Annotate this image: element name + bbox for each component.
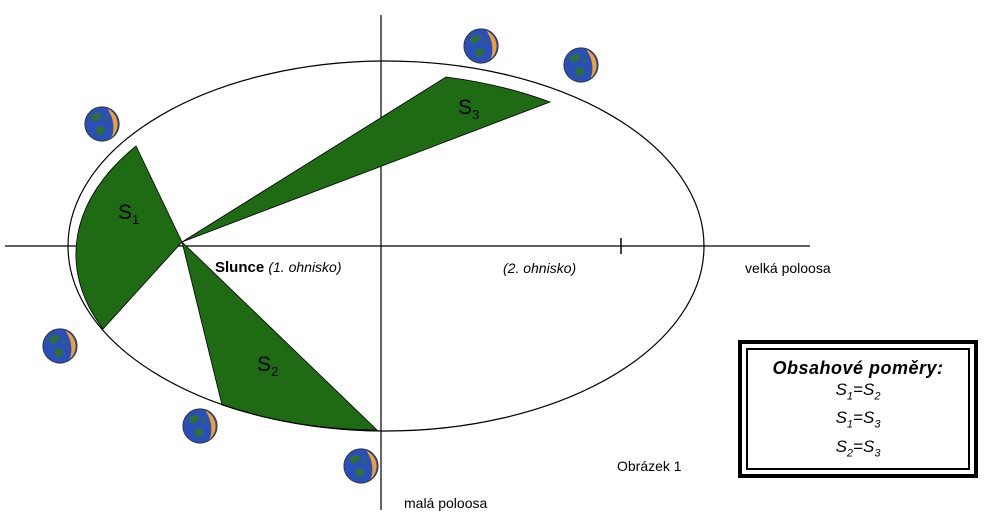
area-ratio-box: Obsahové poměry: S1=S2 S1=S3 S2=S3 bbox=[738, 340, 978, 478]
sector-s1 bbox=[75, 145, 183, 330]
earth-icon bbox=[563, 47, 599, 83]
earth-icon bbox=[182, 408, 218, 444]
earth-icon bbox=[343, 448, 379, 484]
area-label-s1: S1 bbox=[118, 201, 140, 228]
orbit-ellipse bbox=[67, 60, 705, 432]
equation-row: S2=S3 bbox=[835, 436, 881, 460]
focus2-label: (2. ohnisko) bbox=[503, 260, 577, 276]
area-label-s3: S3 bbox=[458, 96, 480, 123]
area-label-s2: S2 bbox=[257, 353, 279, 380]
major-axis-label: velká poloosa bbox=[745, 260, 831, 276]
earth-icon bbox=[42, 328, 78, 364]
minor-axis-label: malá poloosa bbox=[404, 495, 488, 511]
figure-caption: Obrázek 1 bbox=[617, 458, 682, 474]
sector-s3 bbox=[181, 76, 552, 243]
sun-label: Slunce (1. ohnisko) bbox=[215, 259, 342, 276]
earth-icon bbox=[463, 28, 499, 64]
equation-row: S1=S3 bbox=[835, 408, 881, 431]
earth-icon bbox=[84, 106, 120, 142]
area-ratio-box-inner: Obsahové poměry: S1=S2 S1=S3 S2=S3 bbox=[746, 348, 970, 470]
area-ratio-title: Obsahové poměry: bbox=[772, 358, 944, 378]
equation-row: S1=S2 bbox=[835, 380, 881, 403]
